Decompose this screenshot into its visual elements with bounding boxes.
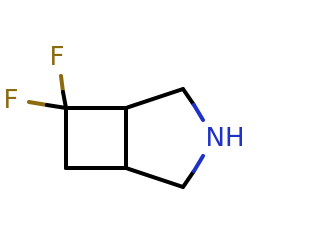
atom-labels: F F NH — [4, 42, 245, 153]
bond-f2-c1 — [27, 100, 68, 110]
atom-label-f1: F — [50, 42, 65, 72]
molecule-structure: F F NH — [4, 42, 245, 189]
bonds — [27, 74, 205, 189]
atom-label-f2: F — [4, 85, 19, 115]
bond-f1-c1 — [59, 74, 68, 110]
bond-c4-c6 — [124, 166, 185, 189]
bond-c5-n1 — [181, 87, 205, 122]
bond-c6-n1 — [181, 154, 205, 189]
atom-label-n1: NH — [206, 123, 245, 153]
bond-c3-c5 — [124, 87, 185, 110]
